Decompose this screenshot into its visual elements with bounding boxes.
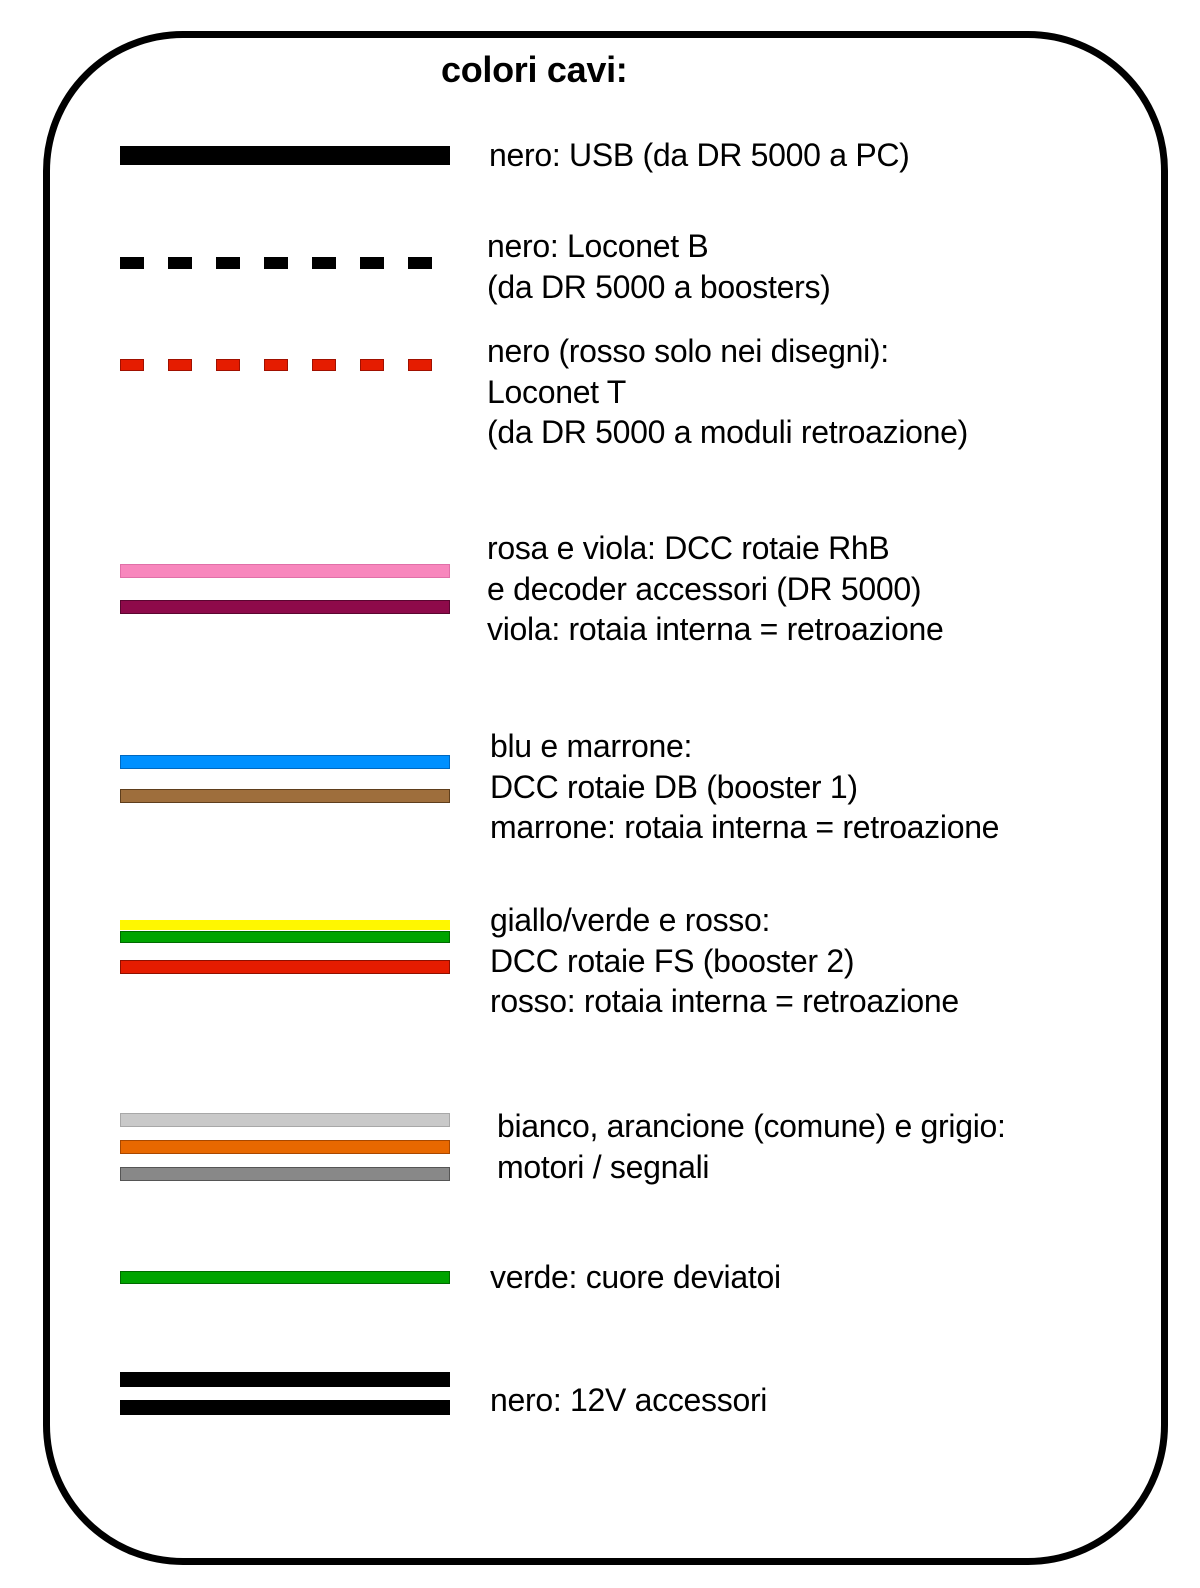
swatch-rhb-purple [120, 600, 450, 614]
label-line: marrone: rotaia interna = retroazione [490, 809, 1000, 845]
swatch-cuore-green [120, 1271, 450, 1284]
label-line: bianco, arancione (comune) e grigio: [497, 1108, 1006, 1144]
dash [264, 359, 288, 371]
swatch-loconet-b-dashed [120, 257, 450, 269]
dash [120, 257, 144, 269]
label-line: blu e marrone: [490, 728, 693, 764]
label-line: rosa e viola: DCC rotaie RhB [487, 530, 890, 566]
dash [168, 257, 192, 269]
label-line: viola: rotaia interna = retroazione [487, 611, 944, 647]
swatch-db-blue [120, 755, 450, 769]
swatch-usb-black [120, 146, 450, 165]
label-line: rosso: rotaia interna = retroazione [490, 983, 959, 1019]
dash [264, 257, 288, 269]
dash [216, 359, 240, 371]
label-line: (da DR 5000 a moduli retroazione) [487, 414, 969, 450]
swatch-fs-yellow [120, 920, 450, 930]
rounded-frame [43, 31, 1168, 1565]
swatch-motori-gray [120, 1167, 450, 1181]
dash [216, 257, 240, 269]
legend-title: colori cavi: [441, 49, 628, 90]
label-line: DCC rotaie DB (booster 1) [490, 768, 858, 805]
swatch-db-brown [120, 789, 450, 803]
label-usb: nero: USB (da DR 5000 a PC) [489, 135, 910, 176]
swatch-fs-green [120, 931, 450, 943]
dash [312, 359, 336, 371]
label-dcc-db: blu e marrone: DCC rotaie DB (booster 1)… [490, 726, 999, 848]
label-line: e decoder accessori (DR 5000) [487, 570, 922, 607]
dash [168, 359, 192, 371]
swatch-12v-black-1 [120, 1372, 450, 1387]
dash [360, 257, 384, 269]
label-line: nero (rosso solo nei disegni): [487, 333, 889, 369]
dash [360, 359, 384, 371]
label-dcc-rhb: rosa e viola: DCC rotaie RhB e decoder a… [487, 528, 944, 650]
label-line: giallo/verde e rosso: [490, 902, 771, 938]
swatch-rhb-pink [120, 564, 450, 578]
label-loconet-t: nero (rosso solo nei disegni): Loconet T… [487, 331, 968, 453]
dash [312, 257, 336, 269]
dash [408, 359, 432, 371]
swatch-fs-red [120, 960, 450, 974]
label-loconet-b: nero: Loconet B (da DR 5000 a boosters) [487, 226, 831, 307]
label-line: nero: 12V accessori [490, 1382, 768, 1418]
label-line: verde: cuore deviatoi [490, 1259, 781, 1295]
swatch-motori-orange [120, 1140, 450, 1154]
label-line: nero: Loconet B [487, 228, 709, 264]
label-line: Loconet T [487, 373, 627, 410]
label-line: nero: USB (da DR 5000 a PC) [489, 137, 910, 173]
dash [408, 257, 432, 269]
label-line: (da DR 5000 a boosters) [487, 268, 831, 305]
label-12v-accessori: nero: 12V accessori [490, 1380, 767, 1421]
swatch-motori-white [120, 1113, 450, 1127]
swatch-12v-black-2 [120, 1400, 450, 1415]
label-cuore-deviatoi: verde: cuore deviatoi [490, 1257, 781, 1298]
label-motori-segnali: bianco, arancione (comune) e grigio: mot… [497, 1106, 1006, 1187]
label-dcc-fs: giallo/verde e rosso: DCC rotaie FS (boo… [490, 900, 959, 1022]
label-line: motori / segnali [497, 1148, 710, 1185]
dash [120, 359, 144, 371]
swatch-loconet-t-dashed-red [120, 359, 450, 371]
label-line: DCC rotaie FS (booster 2) [490, 942, 855, 979]
